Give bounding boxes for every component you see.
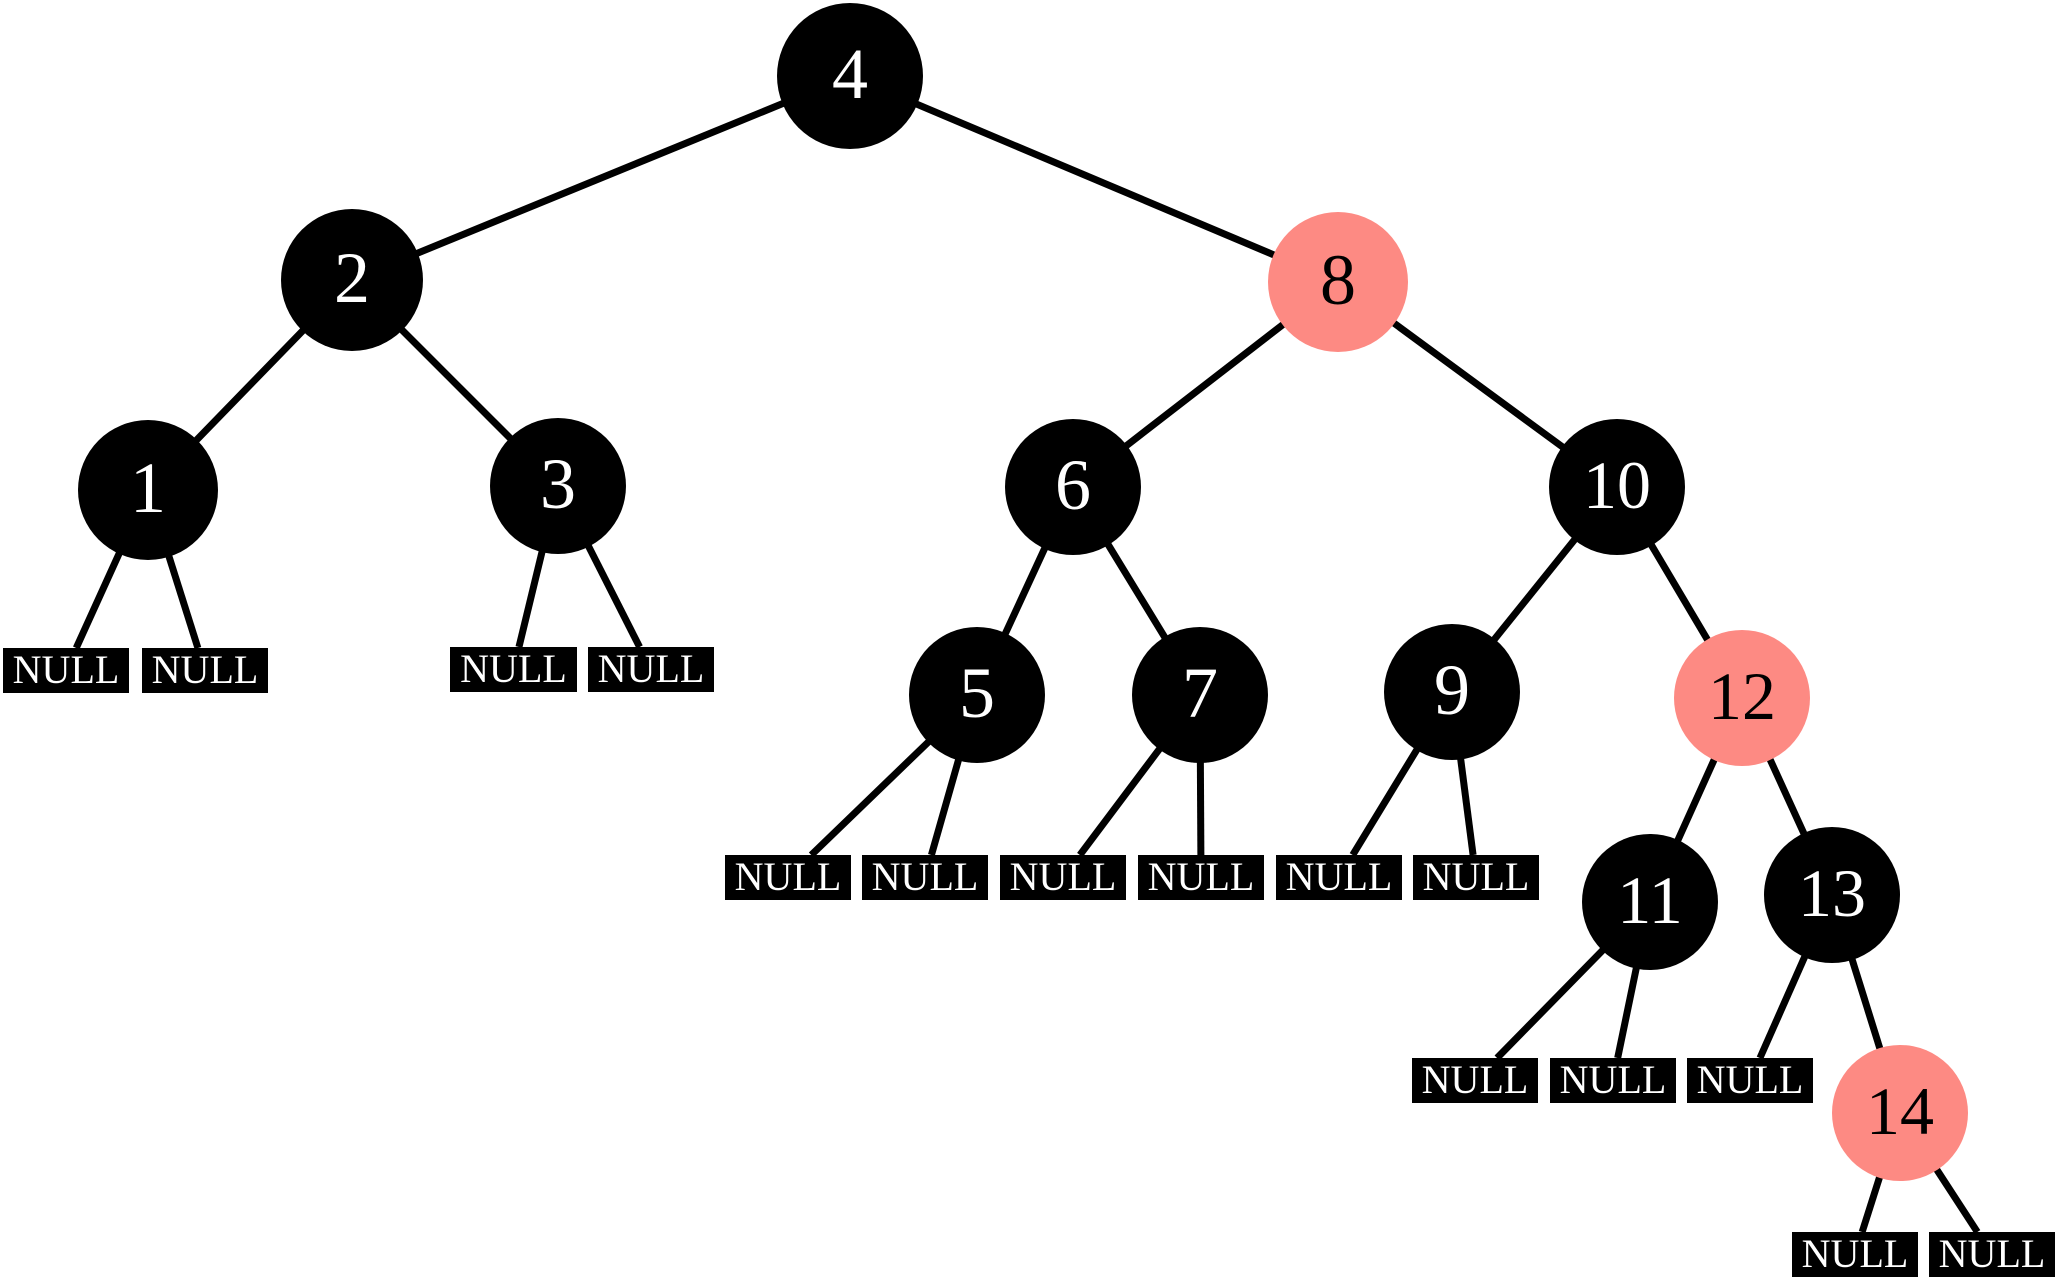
nil-leaf: NULL <box>1550 1058 1676 1103</box>
tree-node-5: 5 <box>909 627 1045 763</box>
tree-node-6: 6 <box>1005 419 1141 555</box>
tree-node-label: 1 <box>130 448 166 528</box>
tree-edge <box>73 548 124 650</box>
tree-edge <box>1646 540 1713 645</box>
tree-node-label: 3 <box>540 444 576 524</box>
tree-edge <box>396 324 516 444</box>
nil-leaf: NULL <box>1687 1058 1813 1103</box>
nil-leaf-label: NULL <box>12 646 120 692</box>
tree-edge <box>928 755 963 856</box>
nil-leaf-label: NULL <box>871 853 979 899</box>
tree-node-label: 10 <box>1583 447 1651 523</box>
nil-leaf-label: NULL <box>1801 1230 1909 1276</box>
nil-leaf-label: NULL <box>597 645 705 691</box>
nil-leaf-label: NULL <box>151 646 259 692</box>
tree-edge <box>412 98 788 258</box>
tree-edge <box>1077 744 1165 858</box>
tree-node-9: 9 <box>1384 624 1520 760</box>
nil-leaf-label: NULL <box>1559 1056 1667 1102</box>
tree-edge <box>1103 539 1170 643</box>
nil-leaf-label: NULL <box>1285 853 1393 899</box>
nil-leaf: NULL <box>1413 855 1539 900</box>
tree-edge <box>1673 754 1719 846</box>
tree-node-label: 14 <box>1866 1073 1934 1149</box>
tree-edge <box>191 325 308 446</box>
tree-edge <box>808 736 934 858</box>
nil-leaf-label: NULL <box>1422 853 1530 899</box>
tree-node-4: 4 <box>777 3 923 149</box>
tree-node-label: 11 <box>1617 862 1683 938</box>
tree-edge <box>1494 945 1608 1061</box>
tree-node-2: 2 <box>281 209 423 351</box>
nil-leaf: NULL <box>588 647 714 692</box>
nil-leaf: NULL <box>725 855 851 900</box>
tree-edge <box>1349 744 1422 857</box>
tree-node-12: 12 <box>1674 630 1810 766</box>
nil-leaf-label: NULL <box>460 645 567 691</box>
tree-edge <box>164 551 202 650</box>
nil-leaf: NULL <box>450 647 577 692</box>
tree-node-label: 9 <box>1434 650 1470 730</box>
tree-edge <box>1000 543 1050 639</box>
tree-edge <box>583 541 643 649</box>
tree-node-label: 13 <box>1798 855 1866 931</box>
tree-edge <box>1931 1164 1981 1234</box>
tree-node-11: 11 <box>1582 834 1718 970</box>
nil-leaf-label: NULL <box>1938 1230 2046 1276</box>
tree-node-3: 3 <box>490 418 626 554</box>
tree-edge <box>1858 1172 1884 1234</box>
tree-node-label: 2 <box>334 238 370 318</box>
tree-node-label: 4 <box>832 34 868 114</box>
tree-node-10: 10 <box>1549 419 1685 555</box>
tree-node-13: 13 <box>1764 827 1900 963</box>
tree-node-label: 8 <box>1320 240 1356 320</box>
tree-node-label: 6 <box>1055 445 1091 525</box>
tree-node-label: 12 <box>1708 658 1776 734</box>
tree-node-14: 14 <box>1832 1045 1968 1181</box>
tree-edge <box>1196 758 1205 856</box>
tree-edge <box>1121 319 1288 451</box>
tree-edge <box>1614 963 1641 1059</box>
nil-leaf: NULL <box>1138 855 1264 900</box>
nil-leaf-label: NULL <box>1009 853 1117 899</box>
tree-edge <box>1389 318 1568 452</box>
nil-leaf: NULL <box>1000 855 1126 900</box>
nil-leaf-label: NULL <box>1147 853 1255 899</box>
nil-leaf: NULL <box>1792 1232 1918 1277</box>
nil-leaf: NULL <box>3 648 129 693</box>
nil-leaf: NULL <box>1412 1058 1538 1103</box>
nil-leaf-label: NULL <box>734 853 842 899</box>
nil-leaf: NULL <box>1929 1232 2055 1277</box>
tree-node-label: 7 <box>1182 653 1218 733</box>
tree-node-label: 5 <box>959 653 995 733</box>
nil-leaf: NULL <box>1276 855 1402 900</box>
tree-edge <box>515 547 547 648</box>
tree-edge <box>912 99 1279 260</box>
tree-edge <box>1847 955 1885 1053</box>
tree-node-7: 7 <box>1132 627 1268 763</box>
tree-node-1: 1 <box>78 420 218 560</box>
nil-leaf: NULL <box>142 648 268 693</box>
tree-edge <box>1765 754 1809 839</box>
nil-leaf-label: NULL <box>1696 1056 1804 1102</box>
tree-edge <box>1456 755 1477 856</box>
nil-leaf-label: NULL <box>1421 1056 1529 1102</box>
tree-edge <box>1756 952 1810 1060</box>
tree-node-8: 8 <box>1268 212 1408 352</box>
nil-leaf: NULL <box>862 855 988 900</box>
tree-edge <box>1489 534 1580 645</box>
